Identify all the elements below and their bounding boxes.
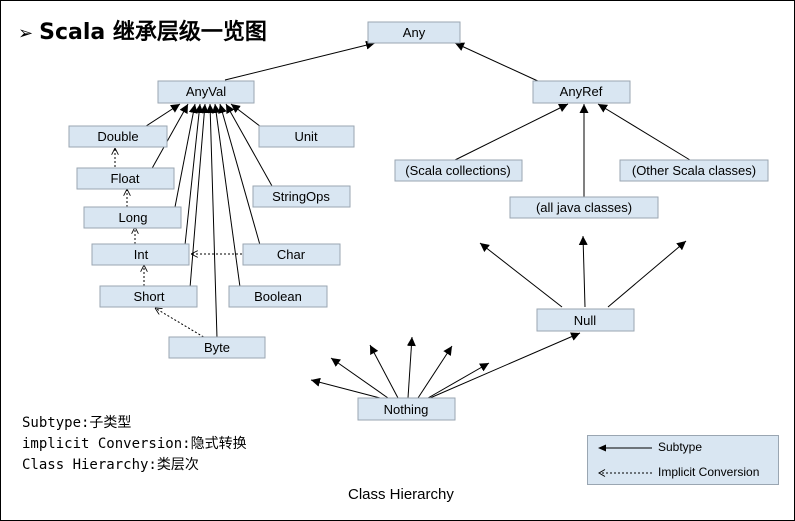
note-class-hierarchy: Class Hierarchy:类层次: [22, 457, 199, 473]
legend: Subtype Implicit Conversion: [587, 435, 779, 485]
edge-float-anyval: [149, 103, 189, 173]
node-float: Float: [76, 167, 175, 190]
node-any: Any: [367, 21, 461, 44]
node-long: Long: [83, 206, 182, 229]
diagram-caption: Class Hierarchy: [348, 486, 454, 503]
node-byte: Byte: [168, 336, 266, 359]
edge-collections-anyref: [454, 103, 569, 161]
svg-text:(all java classes): (all java classes): [536, 200, 632, 215]
page-title: ➢Scala 继承层级一览图: [18, 14, 267, 46]
edge-anyref-any: [454, 42, 541, 83]
edge-nothing-1: [310, 377, 381, 399]
edge-byte-short: [155, 308, 208, 340]
svg-text:Unit: Unit: [294, 129, 318, 144]
edge-null-3: [607, 240, 687, 308]
svg-text:Boolean: Boolean: [254, 289, 302, 304]
note-subtype: Subtype:子类型: [22, 415, 132, 431]
node-null: Null: [536, 308, 635, 332]
svg-text:Any: Any: [403, 25, 426, 40]
svg-text:Null: Null: [574, 313, 597, 328]
svg-text:Int: Int: [134, 247, 149, 262]
edge-int-anyval: [184, 103, 204, 246]
svg-text:Byte: Byte: [204, 340, 230, 355]
svg-text:(Scala collections): (Scala collections): [405, 163, 511, 178]
solid-arrow-icon: [598, 444, 652, 452]
edge-nothing-6: [427, 362, 490, 399]
edge-nothing-2: [330, 357, 389, 399]
note-implicit-conversion: implicit Conversion:隐式转换: [22, 436, 247, 452]
edge-null-1: [479, 242, 563, 308]
svg-text:StringOps: StringOps: [272, 189, 330, 204]
edge-nothing-5: [417, 345, 453, 399]
edge-nothing-null: [429, 332, 581, 399]
legend-implicit-label: Implicit Conversion: [658, 465, 760, 479]
node-anyval: AnyVal: [157, 80, 255, 104]
node-short: Short: [99, 285, 198, 308]
svg-text:AnyVal: AnyVal: [186, 84, 226, 99]
node-anyref: AnyRef: [532, 80, 631, 104]
svg-text:Double: Double: [97, 129, 138, 144]
edge-other-anyref: [597, 103, 691, 161]
legend-subtype-label: Subtype: [658, 440, 703, 454]
notes: Subtype:子类型 implicit Conversion:隐式转换 Cla…: [22, 413, 247, 476]
svg-text:Char: Char: [277, 247, 306, 262]
edge-nothing-3: [369, 344, 399, 399]
node-double: Double: [68, 125, 168, 148]
edge-long-anyval: [174, 103, 198, 208]
node-char: Char: [242, 243, 341, 266]
node-boolean: Boolean: [228, 285, 328, 308]
svg-text:Long: Long: [119, 210, 148, 225]
dotted-arrow-icon: [598, 469, 652, 477]
node-all-java-classes: (all java classes): [509, 196, 659, 219]
svg-text:AnyRef: AnyRef: [560, 84, 603, 99]
node-stringops: StringOps: [252, 185, 351, 208]
edges-implicit: [115, 148, 242, 340]
node-int: Int: [91, 243, 190, 266]
svg-text:Short: Short: [133, 289, 164, 304]
edge-stringops-anyval: [225, 103, 273, 187]
edge-anyval-any: [224, 40, 376, 81]
svg-text:(Other Scala classes): (Other Scala classes): [632, 163, 756, 178]
edge-null-2: [578, 235, 588, 308]
edge-boolean-anyval: [211, 103, 241, 288]
svg-text:Nothing: Nothing: [384, 402, 429, 417]
node-unit: Unit: [258, 125, 355, 148]
edge-byte-anyval: [205, 103, 218, 339]
node-scala-collections: (Scala collections): [394, 159, 523, 182]
edge-char-anyval: [218, 103, 261, 246]
edge-nothing-4: [406, 336, 416, 399]
edges-subtype: [139, 40, 691, 399]
node-nothing: Nothing: [357, 397, 456, 421]
title-text: Scala 继承层级一览图: [39, 20, 267, 45]
bullet-icon: ➢: [18, 23, 34, 44]
node-other-scala-classes: (Other Scala classes): [619, 159, 769, 182]
svg-text:Float: Float: [111, 171, 140, 186]
